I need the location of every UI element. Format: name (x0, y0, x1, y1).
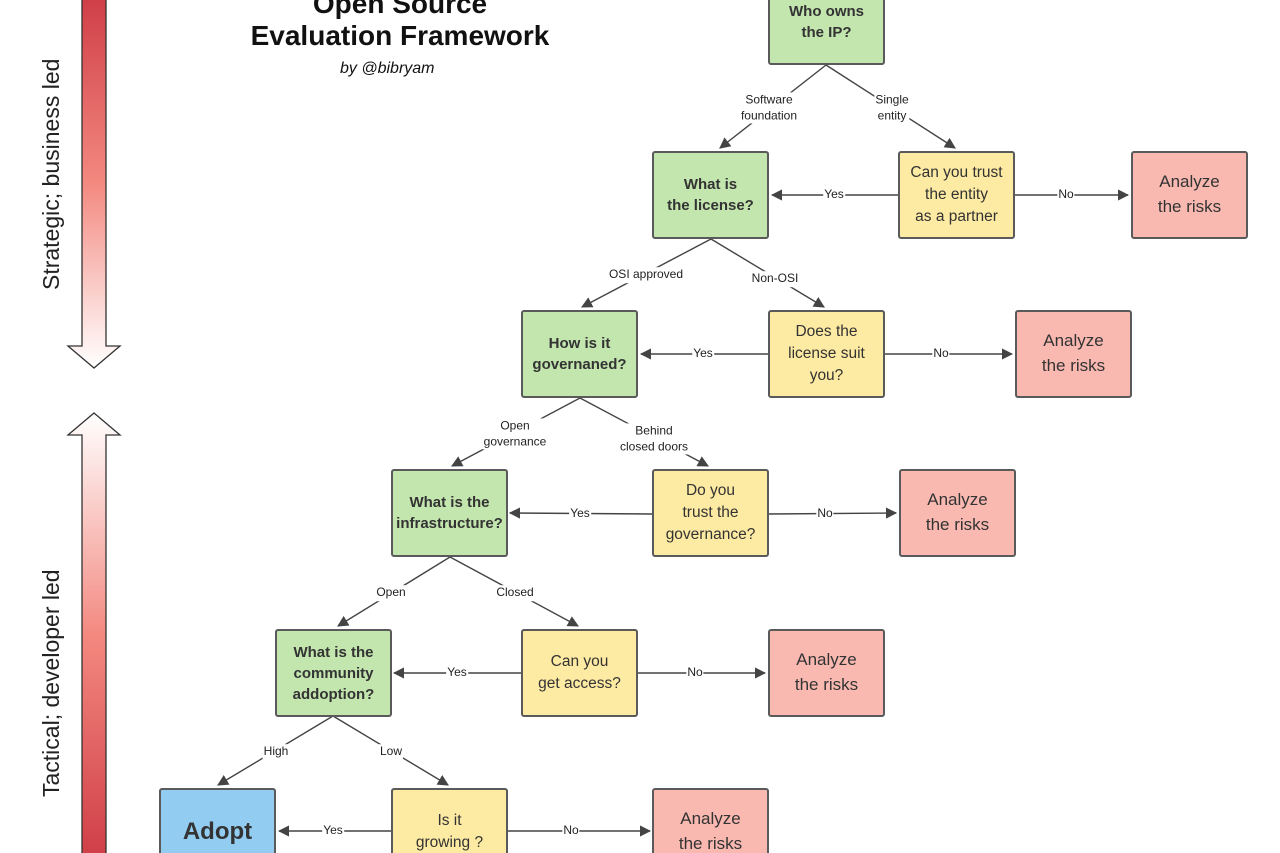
label-open-governance: Open governance (482, 418, 548, 450)
node-how-governed: How is it governaned? (521, 310, 638, 398)
tactical-up-arrow (66, 412, 122, 853)
node-analyze-risks-3: Analyze the risks (899, 469, 1016, 557)
label-no-5: No (562, 823, 580, 839)
byline: by @bibryam (340, 60, 435, 77)
node-analyze-risks-2: Analyze the risks (1015, 310, 1132, 398)
title-line-2: Evaluation Framework (250, 20, 550, 52)
node-analyze-risks-1-text: Analyze the risks (1157, 172, 1222, 216)
node-trust-governance-text: Do you trust the governance? (665, 482, 756, 543)
node-community-adoption-text: What is the community addoption? (292, 643, 375, 703)
node-who-owns-ip: Who owns the IP? (768, 0, 885, 65)
node-infrastructure-text: What is the infrastructure? (396, 494, 503, 532)
title-line-1: Open Source (312, 0, 488, 19)
node-trust-entity-text: Can you trust the entity as a partner (910, 164, 1003, 225)
label-yes-4: Yes (446, 665, 468, 681)
label-no-4: No (686, 665, 704, 681)
node-is-growing-text: Is it growing ? (415, 812, 484, 851)
node-what-is-license: What is the license? (652, 151, 769, 239)
label-no-2: No (932, 346, 950, 362)
node-get-access: Can you get access? (521, 629, 638, 717)
label-open: Open (375, 585, 407, 601)
node-get-access-text: Can you get access? (538, 653, 621, 692)
strategic-down-arrow (66, 0, 122, 369)
label-low: Low (378, 744, 404, 760)
label-yes-1: Yes (823, 187, 845, 203)
node-is-growing: Is it growing ? (391, 788, 508, 853)
node-license-suit-text: Does the license suit you? (788, 323, 865, 384)
label-yes-5: Yes (322, 823, 344, 839)
label-yes-3: Yes (569, 506, 591, 522)
node-adopt-text: Adopt (182, 818, 253, 846)
label-non-osi: Non-OSI (750, 271, 800, 287)
node-who-owns-ip-text: Who owns the IP? (789, 2, 864, 41)
scale-arrows (66, 0, 122, 853)
label-no-3: No (816, 506, 834, 522)
node-trust-entity: Can you trust the entity as a partner (898, 151, 1015, 239)
node-community-adoption: What is the community addoption? (275, 629, 392, 717)
label-no-1: No (1057, 187, 1075, 203)
label-single-entity: Single entity (874, 92, 910, 124)
label-yes-2: Yes (692, 346, 714, 362)
node-how-governed-text: How is it governaned? (532, 335, 627, 373)
node-analyze-risks-5: Analyze the risks (652, 788, 769, 853)
label-closed: Closed (495, 585, 535, 601)
node-adopt: Adopt (159, 788, 276, 853)
node-what-is-license-text: What is the license? (667, 176, 754, 214)
node-analyze-risks-5-text: Analyze the risks (678, 809, 743, 853)
node-analyze-risks-4-text: Analyze the risks (794, 650, 859, 694)
framework-title: Open Source Evaluation Framework (230, 0, 570, 52)
node-analyze-risks-4: Analyze the risks (768, 629, 885, 717)
label-closed-doors: Behind closed doors (618, 423, 690, 455)
node-analyze-risks-1: Analyze the risks (1131, 151, 1248, 239)
node-analyze-risks-3-text: Analyze the risks (925, 490, 990, 534)
node-analyze-risks-2-text: Analyze the risks (1041, 331, 1106, 375)
label-osi-approved: OSI approved (607, 267, 685, 283)
node-license-suit: Does the license suit you? (768, 310, 885, 398)
node-infrastructure: What is the infrastructure? (391, 469, 508, 557)
label-software-foundation: Software foundation (739, 92, 799, 124)
node-trust-governance: Do you trust the governance? (652, 469, 769, 557)
label-high: High (262, 744, 290, 760)
